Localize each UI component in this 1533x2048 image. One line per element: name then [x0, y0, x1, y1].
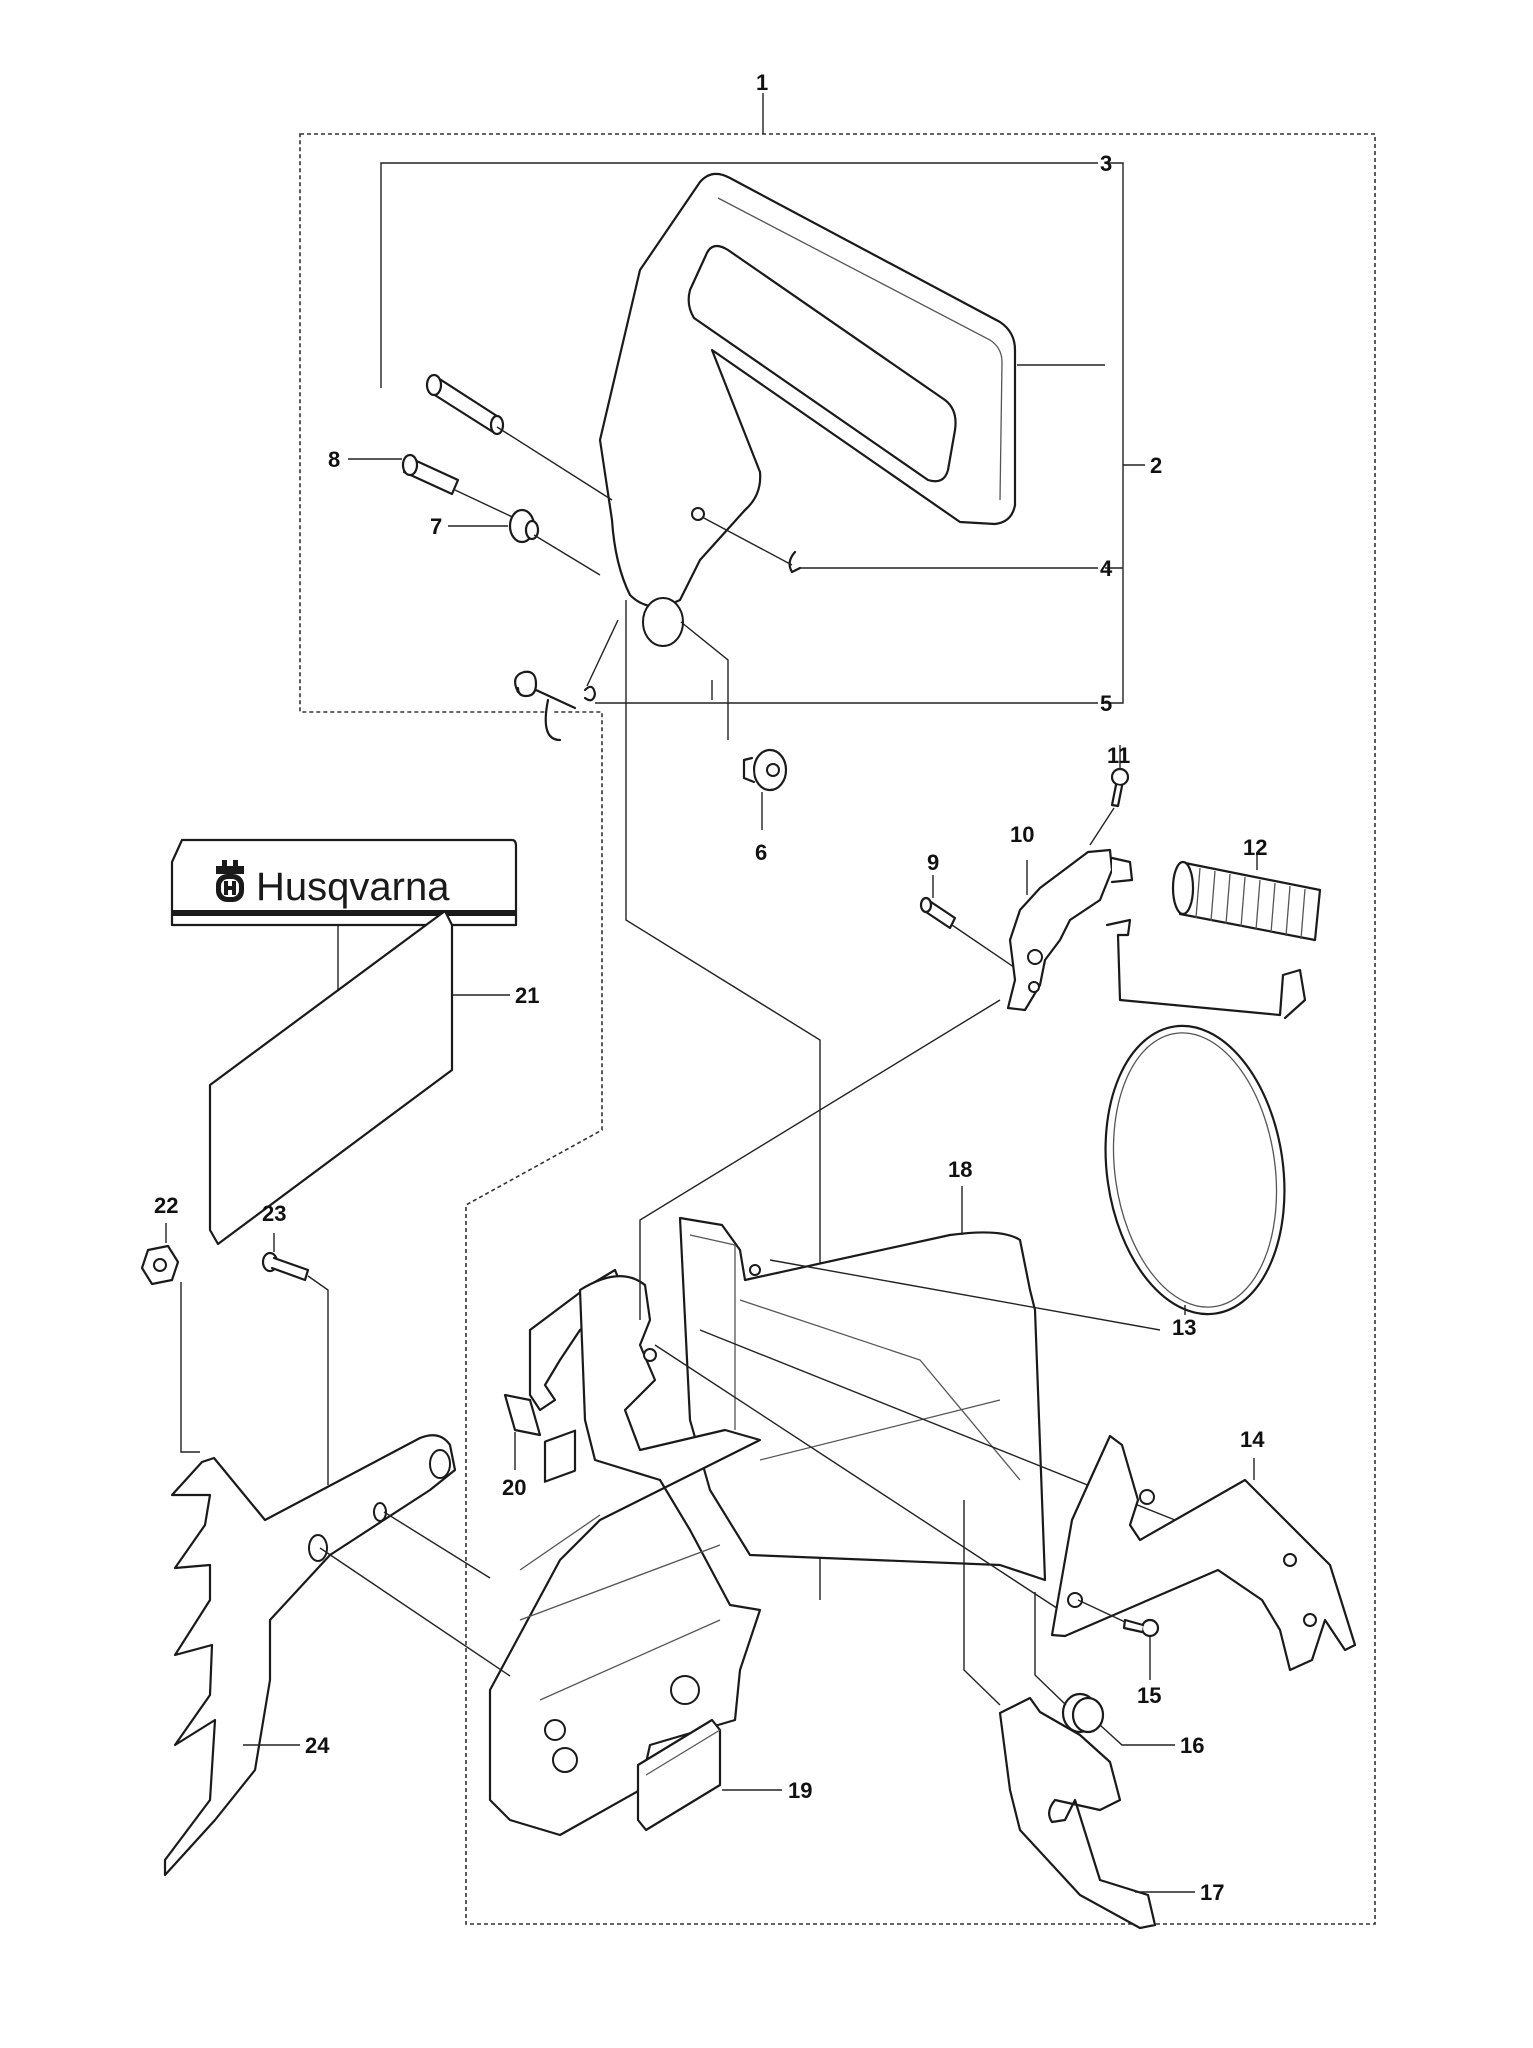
part-clip[interactable]: [788, 550, 802, 574]
part-bushing[interactable]: [508, 508, 540, 544]
callout-6: 6: [755, 840, 767, 865]
part-screw-bar-guard[interactable]: [1122, 1618, 1160, 1638]
callout-12: 12: [1243, 835, 1267, 860]
part-pin[interactable]: [425, 373, 505, 436]
part-screw-spike[interactable]: [261, 1251, 310, 1282]
part-bar-guard[interactable]: [1050, 1434, 1357, 1672]
callout-22: 22: [154, 1193, 178, 1218]
part-brake-handle[interactable]: [598, 172, 1017, 647]
callout-11: 11: [1107, 743, 1130, 768]
part-bushing-lower[interactable]: [742, 748, 788, 792]
part-pin-small[interactable]: [919, 896, 957, 930]
leader-11: [1089, 745, 1121, 846]
callout-15: 15: [1137, 1683, 1161, 1708]
part-spring[interactable]: [513, 670, 597, 742]
callout-24: 24: [305, 1733, 330, 1758]
callout-23: 23: [262, 1201, 286, 1226]
callout-labels: 1 2 3 4 5 6 7 8 9 10 11 12 13 14 15 16 1…: [154, 70, 1267, 1905]
part-nut[interactable]: [140, 1244, 180, 1286]
part-chain-catcher[interactable]: [998, 1696, 1157, 1930]
part-brake-band[interactable]: [1088, 918, 1307, 1326]
callout-4: 4: [1100, 556, 1113, 581]
callout-18: 18: [948, 1157, 972, 1182]
bracket-assembly-2: [1105, 162, 1145, 704]
husqvarna-crown-logo-icon: [216, 860, 244, 902]
leader-17: [963, 1500, 1195, 1893]
part-plate[interactable]: [208, 909, 454, 1246]
callout-2: 2: [1150, 453, 1162, 478]
callout-21: 21: [515, 983, 539, 1008]
callout-8: 8: [328, 447, 340, 472]
part-lever[interactable]: [1006, 848, 1134, 1012]
part-spike-bumper[interactable]: [163, 1434, 457, 1877]
callout-3: 3: [1100, 151, 1112, 176]
callout-14: 14: [1240, 1427, 1265, 1452]
leader-22: [165, 1223, 200, 1453]
callout-7: 7: [430, 514, 442, 539]
leader-8: [348, 458, 524, 523]
part-cap[interactable]: [1061, 1692, 1105, 1734]
callout-16: 16: [1180, 1733, 1204, 1758]
part-screw-small[interactable]: [1110, 767, 1130, 808]
callout-5: 5: [1100, 691, 1112, 716]
part-pad[interactable]: [636, 1718, 722, 1832]
assembly-group-boundary: [299, 133, 1376, 1925]
leader-15: [1077, 1599, 1151, 1680]
leader-16: [1034, 1592, 1175, 1746]
part-spring-large[interactable]: [1171, 860, 1322, 942]
leader-5: [586, 619, 1098, 704]
callout-19: 19: [788, 1778, 812, 1803]
callout-1: 1: [756, 70, 768, 95]
leader-24: [243, 1511, 511, 1746]
callout-17: 17: [1200, 1880, 1224, 1905]
callout-9: 9: [927, 850, 939, 875]
part-clutch-cover[interactable]: [678, 1216, 1047, 1582]
part-screw[interactable]: [401, 453, 460, 496]
decal-husqvarna: Husqvarna: [170, 838, 518, 927]
part-chain-guard-body[interactable]: [488, 1275, 762, 1837]
leader-23: [273, 1233, 329, 1485]
leader-3: [380, 162, 1098, 501]
leader-4: [701, 516, 1098, 569]
decal-brand-text: Husqvarna: [256, 865, 450, 909]
callout-13: 13: [1172, 1315, 1196, 1340]
leader-7: [448, 525, 601, 576]
callout-10: 10: [1010, 822, 1034, 847]
callout-20: 20: [502, 1475, 526, 1500]
assembly-lines-cover: [639, 999, 1176, 1621]
leader-6: [680, 621, 763, 830]
